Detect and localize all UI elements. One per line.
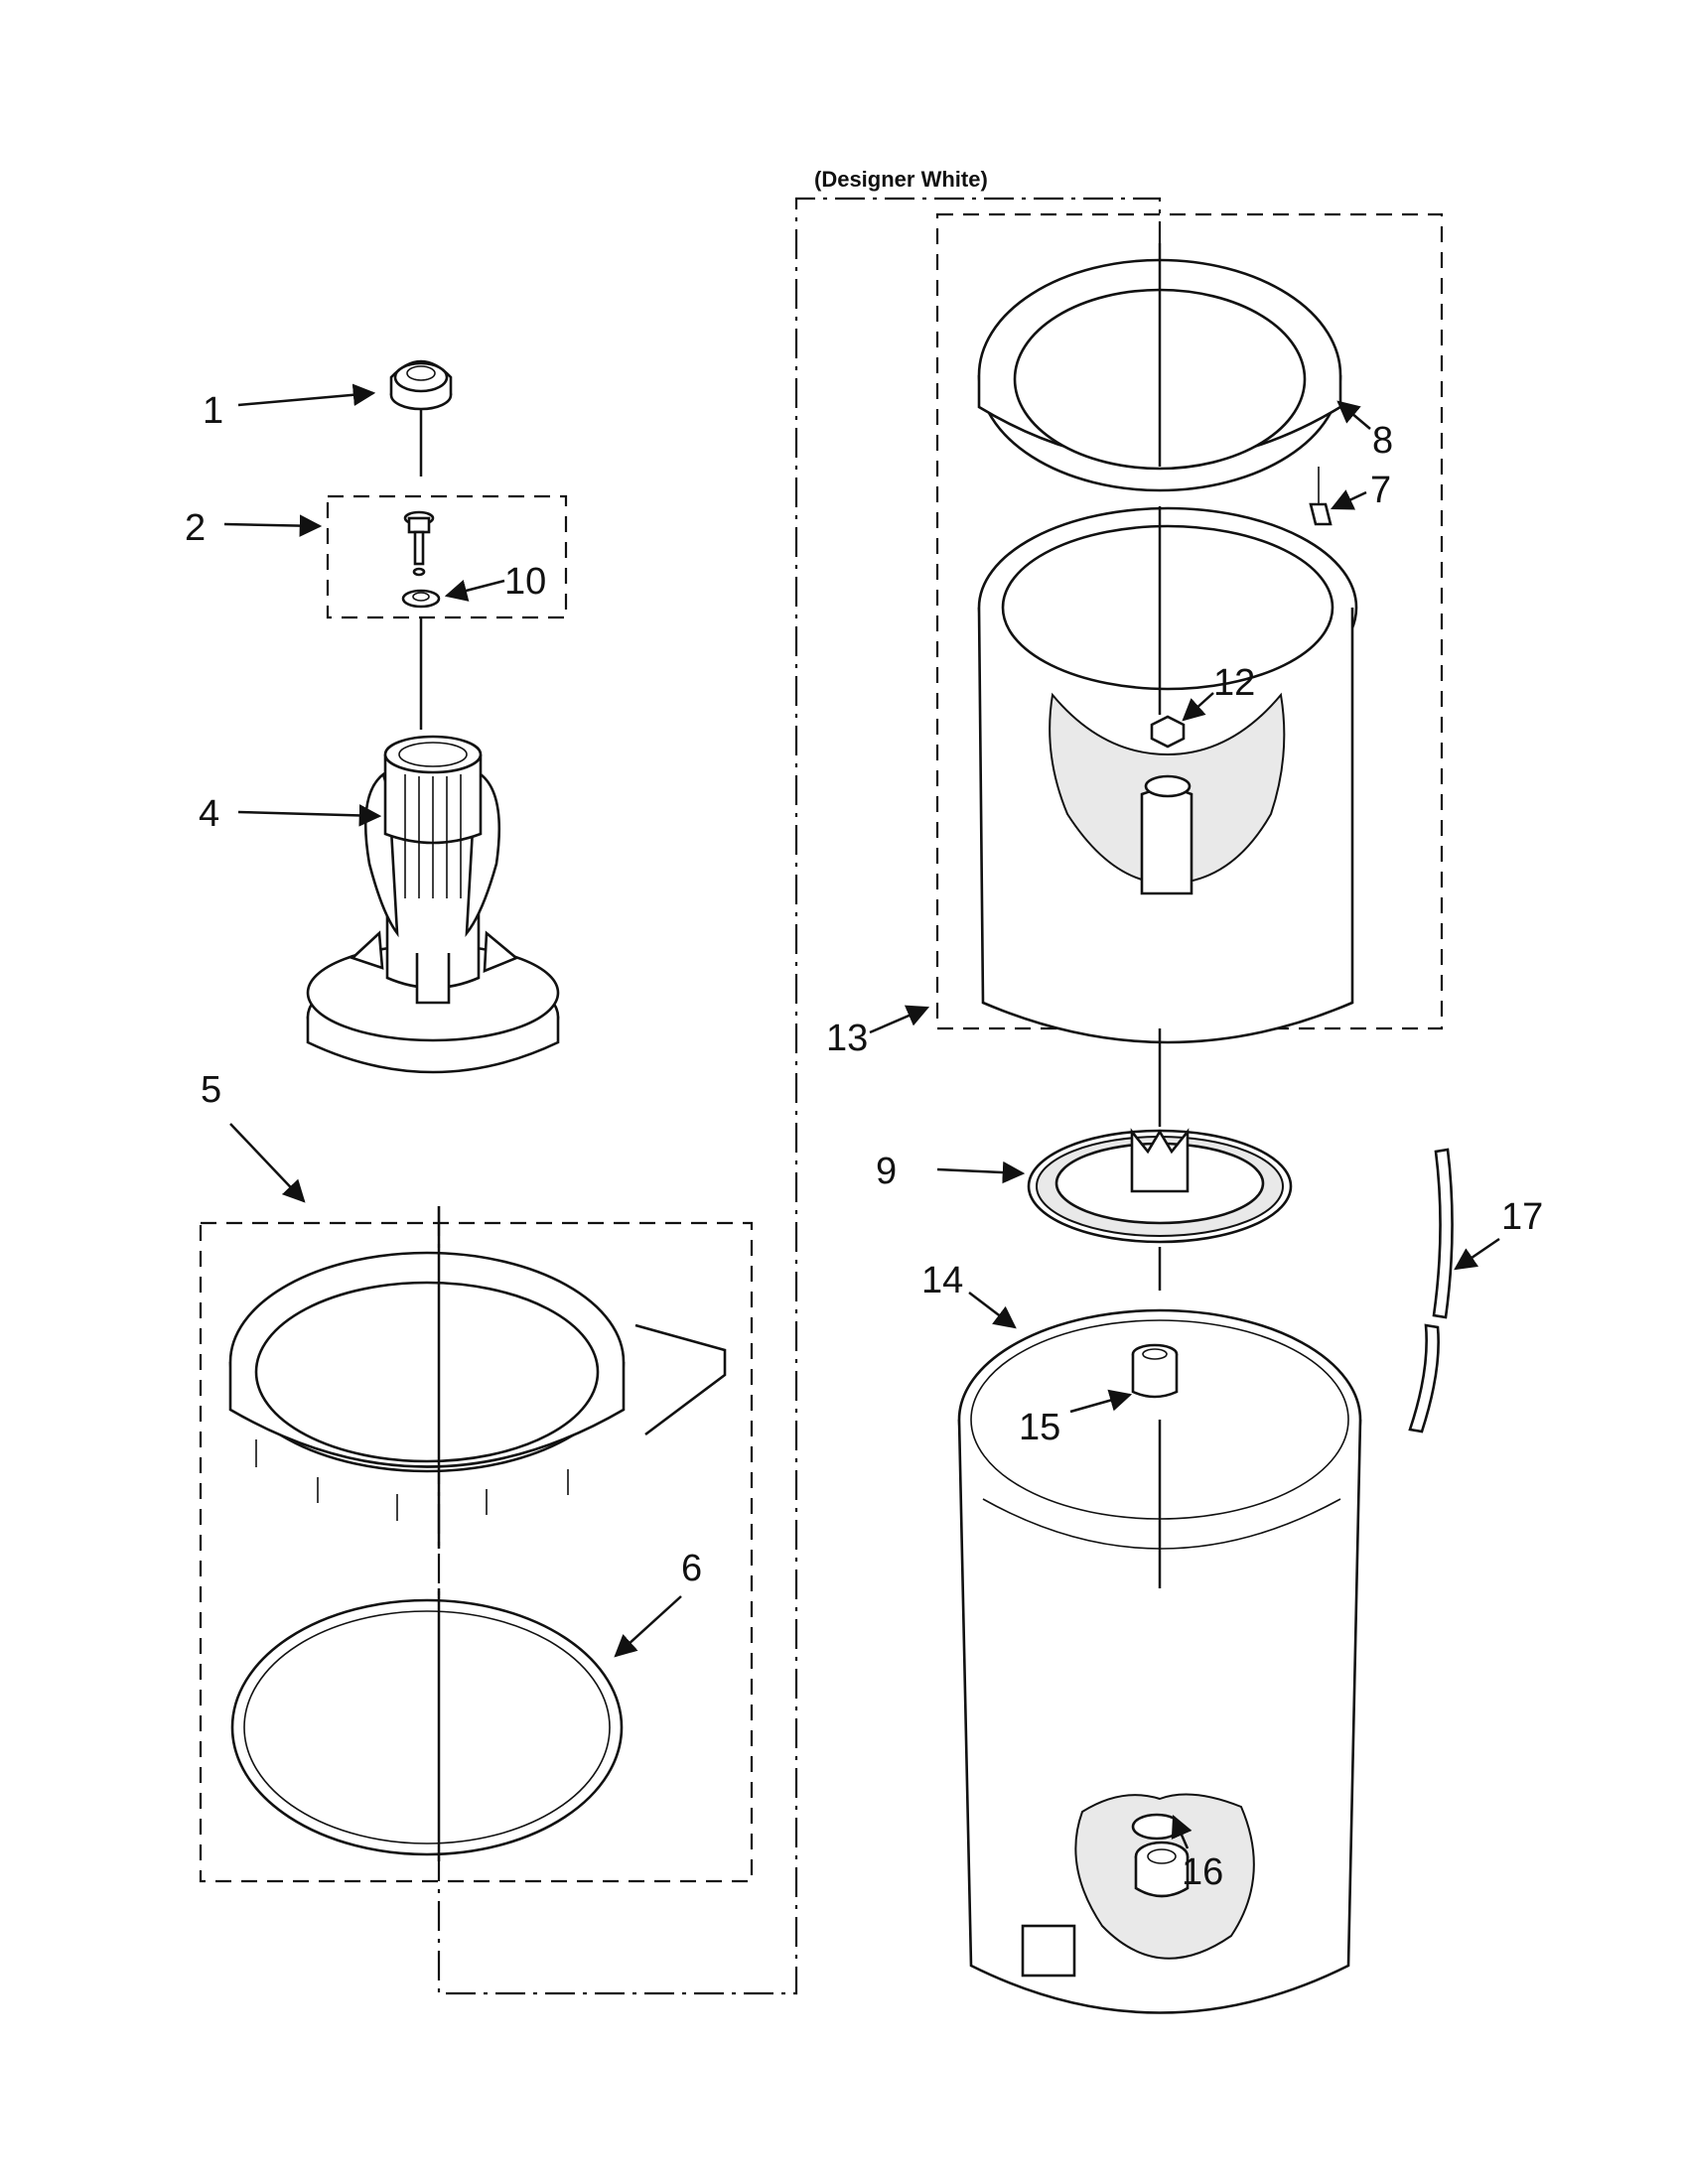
clip-part: [1309, 467, 1333, 526]
agitator-cap-part: [389, 359, 453, 477]
spin-basket-part: [977, 506, 1358, 1127]
callout-12: 12: [1213, 662, 1255, 704]
balance-ring-part: [977, 243, 1342, 492]
callout-4: 4: [199, 793, 219, 835]
agitator-part: [306, 735, 560, 1074]
callout-10: 10: [504, 561, 546, 603]
callout-9: 9: [876, 1151, 897, 1192]
callout-15: 15: [1019, 1407, 1060, 1448]
group-box-part-2: [326, 494, 568, 619]
callout-14: 14: [921, 1260, 963, 1301]
callout-5: 5: [201, 1069, 221, 1111]
agitator-bolt-part: [403, 510, 435, 577]
drain-fitting-part: [1131, 1813, 1190, 1898]
callout-6: 6: [681, 1548, 702, 1589]
callout-13: 13: [826, 1018, 868, 1059]
callout-8: 8: [1372, 420, 1393, 462]
callout-arrows: [223, 383, 1500, 1849]
tub-ring-seal-part: [230, 1588, 624, 1861]
callout-17: 17: [1501, 1196, 1543, 1238]
tub-ring-part: [228, 1206, 727, 1549]
callout-2: 2: [185, 507, 206, 549]
header-note: (Designer White): [814, 167, 988, 192]
assembly-connector-line: [437, 197, 1162, 1995]
hose-part: [1408, 1148, 1454, 1433]
tub-bearing-part: [1131, 1343, 1179, 1399]
group-box-part-5: [199, 1221, 754, 1883]
bolt-washer-part: [401, 589, 441, 730]
group-box-part-13: [935, 212, 1444, 1030]
drive-hub-part: [1027, 1128, 1293, 1291]
callout-1: 1: [203, 390, 223, 432]
callout-16: 16: [1182, 1851, 1223, 1893]
callout-7: 7: [1370, 470, 1391, 511]
